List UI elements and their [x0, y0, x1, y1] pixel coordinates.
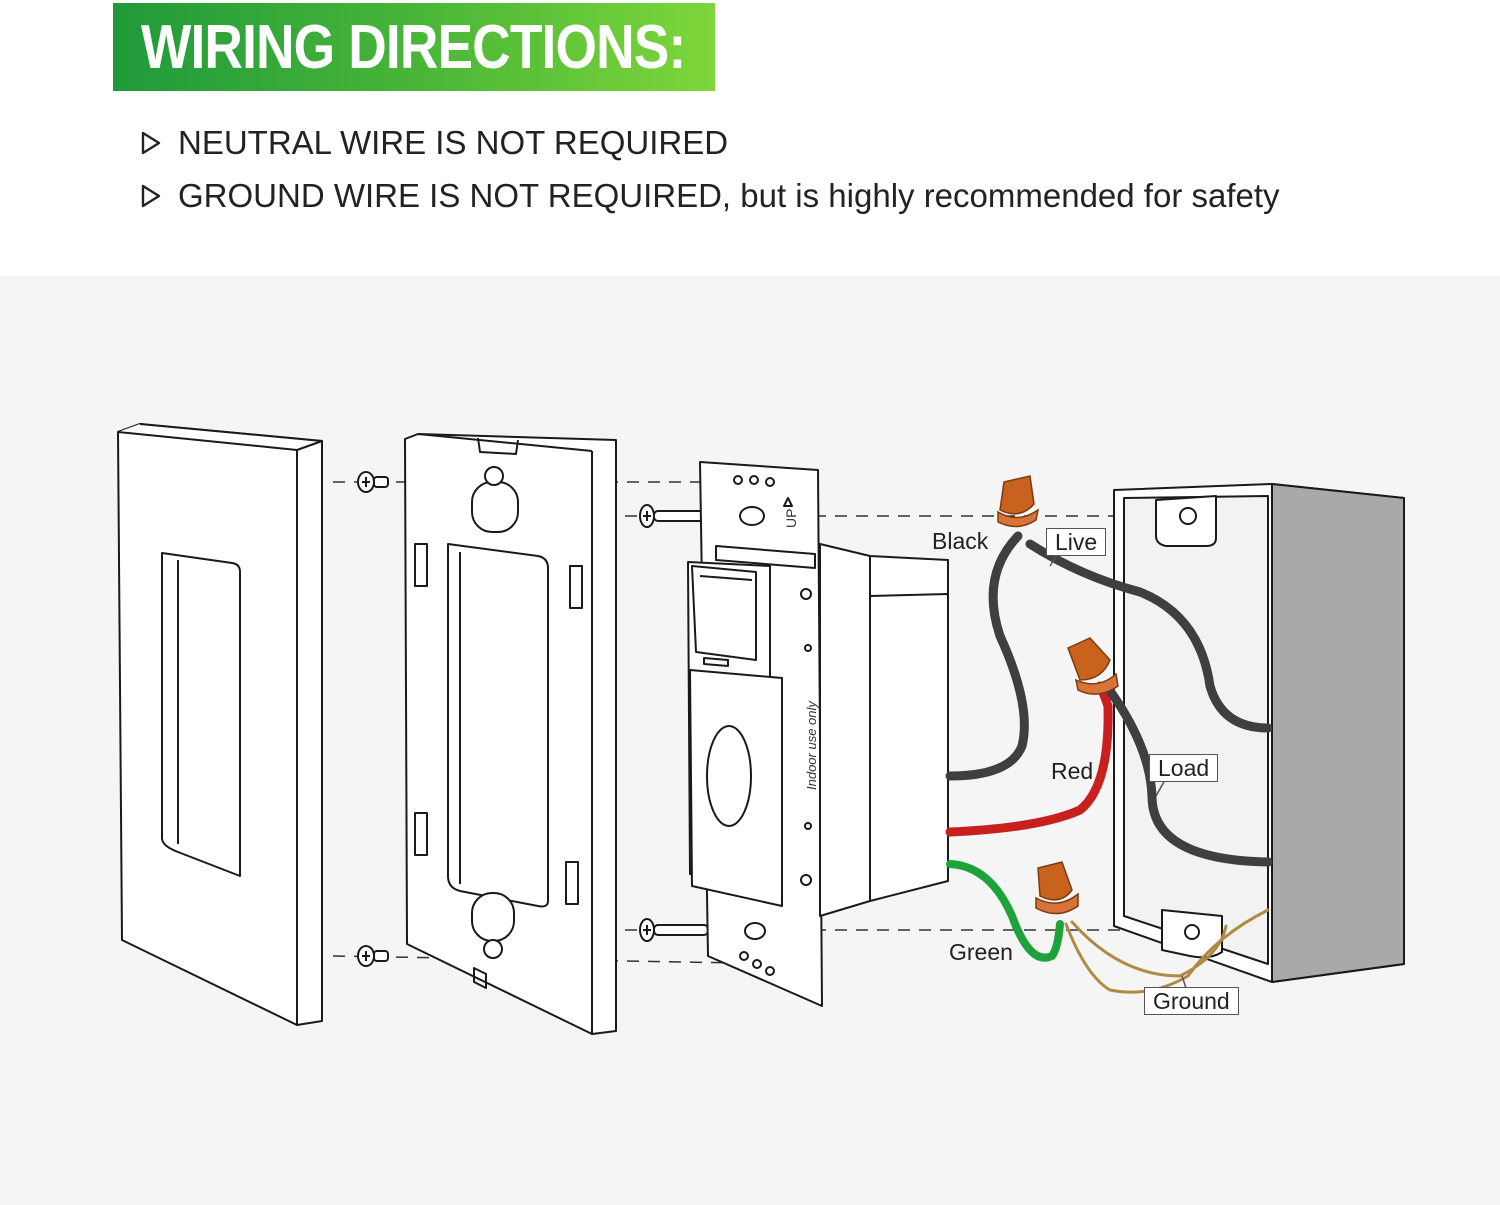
label-green: Green: [949, 939, 1013, 965]
up-marker: UP: [783, 509, 799, 528]
switch-screw: [639, 918, 709, 942]
switch-housing: [800, 543, 949, 917]
wire-black: [945, 531, 1029, 781]
note-text: GROUND WIRE IS NOT REQUIRED, but is high…: [178, 176, 1280, 214]
wire-nut: [1035, 861, 1079, 915]
plate-screw: [357, 945, 389, 967]
note-text: NEUTRAL WIRE IS NOT REQUIRED: [178, 123, 729, 161]
switch-side-text: Indoor use only: [804, 700, 819, 790]
adapter-frame: [404, 433, 617, 1035]
wire-nut: [997, 475, 1040, 528]
label-load: Load: [1149, 754, 1219, 782]
note-item: GROUND WIRE IS NOT REQUIRED, but is high…: [140, 169, 1280, 222]
notes-list: NEUTRAL WIRE IS NOT REQUIRED GROUND WIRE…: [140, 116, 1280, 222]
triangle-right-outline-icon: [141, 184, 161, 207]
plate-screw: [357, 471, 389, 493]
wiring-diagram: Indoor use only UP Black Live Red Load G…: [0, 276, 1500, 1205]
label-red: Red: [1051, 758, 1094, 784]
triangle-right-outline-icon: [141, 131, 161, 154]
title-banner: WIRING DIRECTIONS:: [113, 3, 715, 91]
label-black: Black: [932, 528, 989, 554]
wire-load: [1103, 683, 1273, 867]
wire-nut: [1067, 637, 1119, 695]
switch-screw: [639, 504, 709, 528]
note-item: NEUTRAL WIRE IS NOT REQUIRED: [140, 116, 1280, 169]
label-live: Live: [1046, 528, 1107, 556]
page-title: WIRING DIRECTIONS:: [141, 12, 686, 82]
wall-box: [1113, 483, 1405, 983]
wire-live: [1025, 539, 1273, 733]
wire-ground: [1070, 920, 1228, 978]
label-ground: Ground: [1144, 987, 1239, 1015]
wire-red: [945, 681, 1113, 837]
switch-face: [687, 545, 816, 907]
wall-plate: [117, 423, 323, 1026]
wire-green: [946, 860, 1064, 962]
wiring-diagram-drawing: Indoor use only UP: [117, 423, 1405, 1035]
